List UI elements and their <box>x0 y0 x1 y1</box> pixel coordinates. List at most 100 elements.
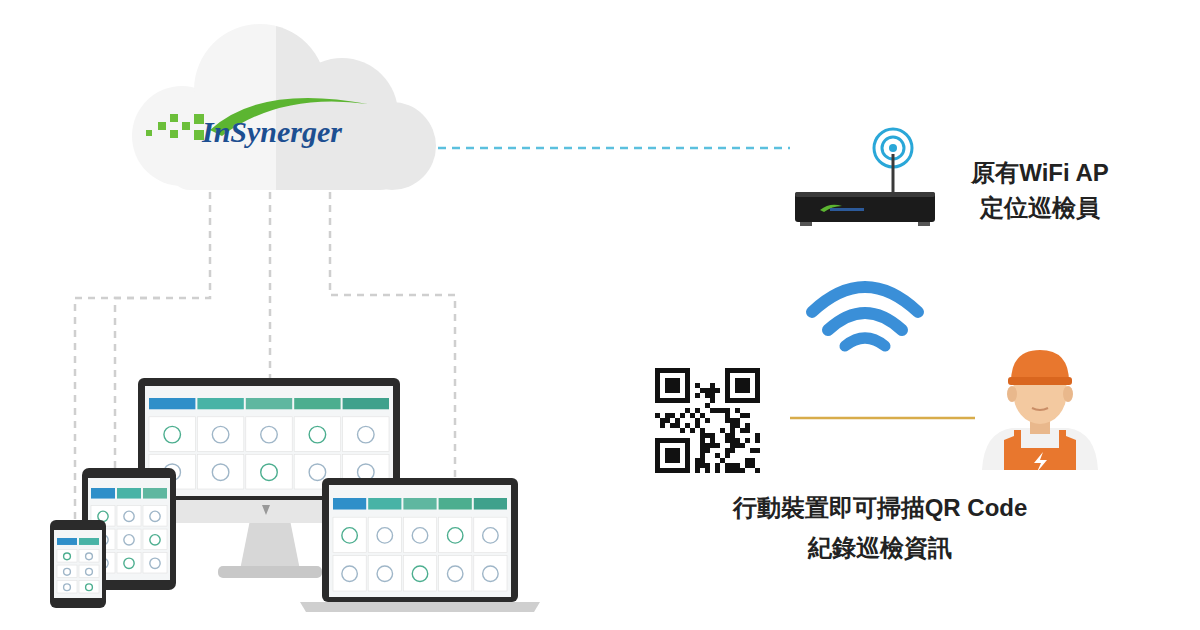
qr-code-part <box>725 408 730 413</box>
logo-mark-part <box>146 130 152 136</box>
qr-code-part <box>730 428 735 433</box>
phone-part-part <box>86 568 93 575</box>
qr-code-part <box>730 373 755 398</box>
wifi-signal-part <box>828 313 902 330</box>
desktop-monitor-part-part <box>197 454 243 489</box>
scan-line <box>790 417 975 420</box>
laptop-part-part <box>474 498 507 510</box>
qr-code-part <box>710 433 715 438</box>
tablet-part-part <box>150 535 160 545</box>
desktop-monitor-part-part <box>149 417 195 452</box>
router-icon-part <box>889 144 897 152</box>
tablet-part-part <box>98 511 108 521</box>
desktop-monitor-part-part <box>294 398 340 409</box>
desktop-monitor-part <box>138 378 400 523</box>
desktop-monitor-part-part <box>343 398 389 409</box>
tablet-part-part <box>117 488 141 499</box>
laptop-part-part <box>447 528 462 543</box>
qr-code-part <box>725 438 730 443</box>
qr-code-part <box>740 413 745 418</box>
qr-code-part <box>705 418 710 423</box>
wifi-ap-node-shape <box>790 118 940 230</box>
laptop-part-part <box>412 528 427 543</box>
qr-code-part <box>675 423 680 428</box>
qr-code-part <box>715 388 720 393</box>
qr-code-part <box>665 413 670 418</box>
qr-code-part <box>700 463 705 468</box>
qr-code-part <box>700 438 705 443</box>
laptop-part-part <box>439 517 472 552</box>
qr-code-part <box>715 443 720 448</box>
qr-code-part <box>725 453 730 458</box>
tablet-part-part <box>150 558 160 568</box>
phone-part <box>54 530 102 598</box>
router-icon <box>795 129 935 226</box>
qr-code-part <box>715 408 720 413</box>
qr-code-part <box>655 438 690 473</box>
desktop-monitor-part-part <box>261 464 278 481</box>
phone <box>50 520 106 608</box>
qr-code-part <box>670 423 675 428</box>
qr-code-part <box>745 458 750 463</box>
qr-code-part <box>655 368 690 403</box>
qr-code-part <box>725 463 730 468</box>
qr-code-part <box>705 468 710 473</box>
qr-code-part <box>665 448 680 463</box>
phone-part-part <box>79 538 99 545</box>
laptop-part-part <box>368 498 401 510</box>
laptop-part-part <box>439 556 472 591</box>
tablet-part-part <box>124 535 134 545</box>
qr-code-part <box>735 418 740 423</box>
laptop-part-part <box>342 566 357 581</box>
tablet-part-part <box>143 506 167 526</box>
laptop-part-part <box>333 498 366 510</box>
logo-mark-part <box>158 122 166 130</box>
qr-code-part <box>715 468 720 473</box>
phone-part-part <box>57 581 77 593</box>
qr-code-part <box>730 423 735 428</box>
qr-code-part <box>740 443 745 448</box>
qr-code-part <box>705 443 710 448</box>
tablet-part-part <box>124 558 134 568</box>
qr-code-part <box>725 368 760 403</box>
qr-code-part <box>705 388 710 393</box>
worker-figure-part <box>1008 377 1072 385</box>
desktop-monitor-part-part <box>149 398 195 409</box>
qr-code-part <box>725 433 730 438</box>
qr-code-part <box>680 413 685 418</box>
qr-code-part <box>730 418 735 423</box>
device-links-part <box>269 192 272 380</box>
phone-part-part <box>64 568 71 575</box>
qr-code-part <box>720 408 725 413</box>
laptop-part-part <box>342 528 357 543</box>
desktop-monitor-part <box>262 505 274 515</box>
qr-code-part <box>695 423 700 428</box>
qr-code-part <box>730 468 735 473</box>
laptop-part-part <box>439 498 472 510</box>
worker-figure-part <box>1032 408 1048 410</box>
qr-code-part <box>710 398 715 403</box>
qr-code-part <box>735 463 740 468</box>
qr-code-part <box>685 408 690 413</box>
qr-code-part <box>735 438 740 443</box>
qr-code-part <box>700 448 705 453</box>
tablet-part-part <box>117 553 141 573</box>
qr-code-part <box>750 458 755 463</box>
qr-code-part <box>730 463 735 468</box>
qr-code-part <box>700 388 705 393</box>
router-icon-part <box>918 222 930 226</box>
qr-code-part <box>720 428 725 433</box>
phone-part-part <box>79 581 99 593</box>
qr-code-part <box>755 433 760 438</box>
laptop-part-part <box>333 517 366 552</box>
laptop-part-part <box>474 556 507 591</box>
desktop-monitor-part-part <box>246 417 292 452</box>
desktop-monitor-part-part <box>246 454 292 489</box>
laptop-part-part <box>403 556 436 591</box>
laptop-part-part <box>368 556 401 591</box>
worker-figure <box>982 350 1098 472</box>
qr-code-part <box>695 408 700 413</box>
tablet-part-part <box>117 506 141 526</box>
laptop-part-part <box>368 517 401 552</box>
desktop-monitor-part-part <box>294 417 340 452</box>
